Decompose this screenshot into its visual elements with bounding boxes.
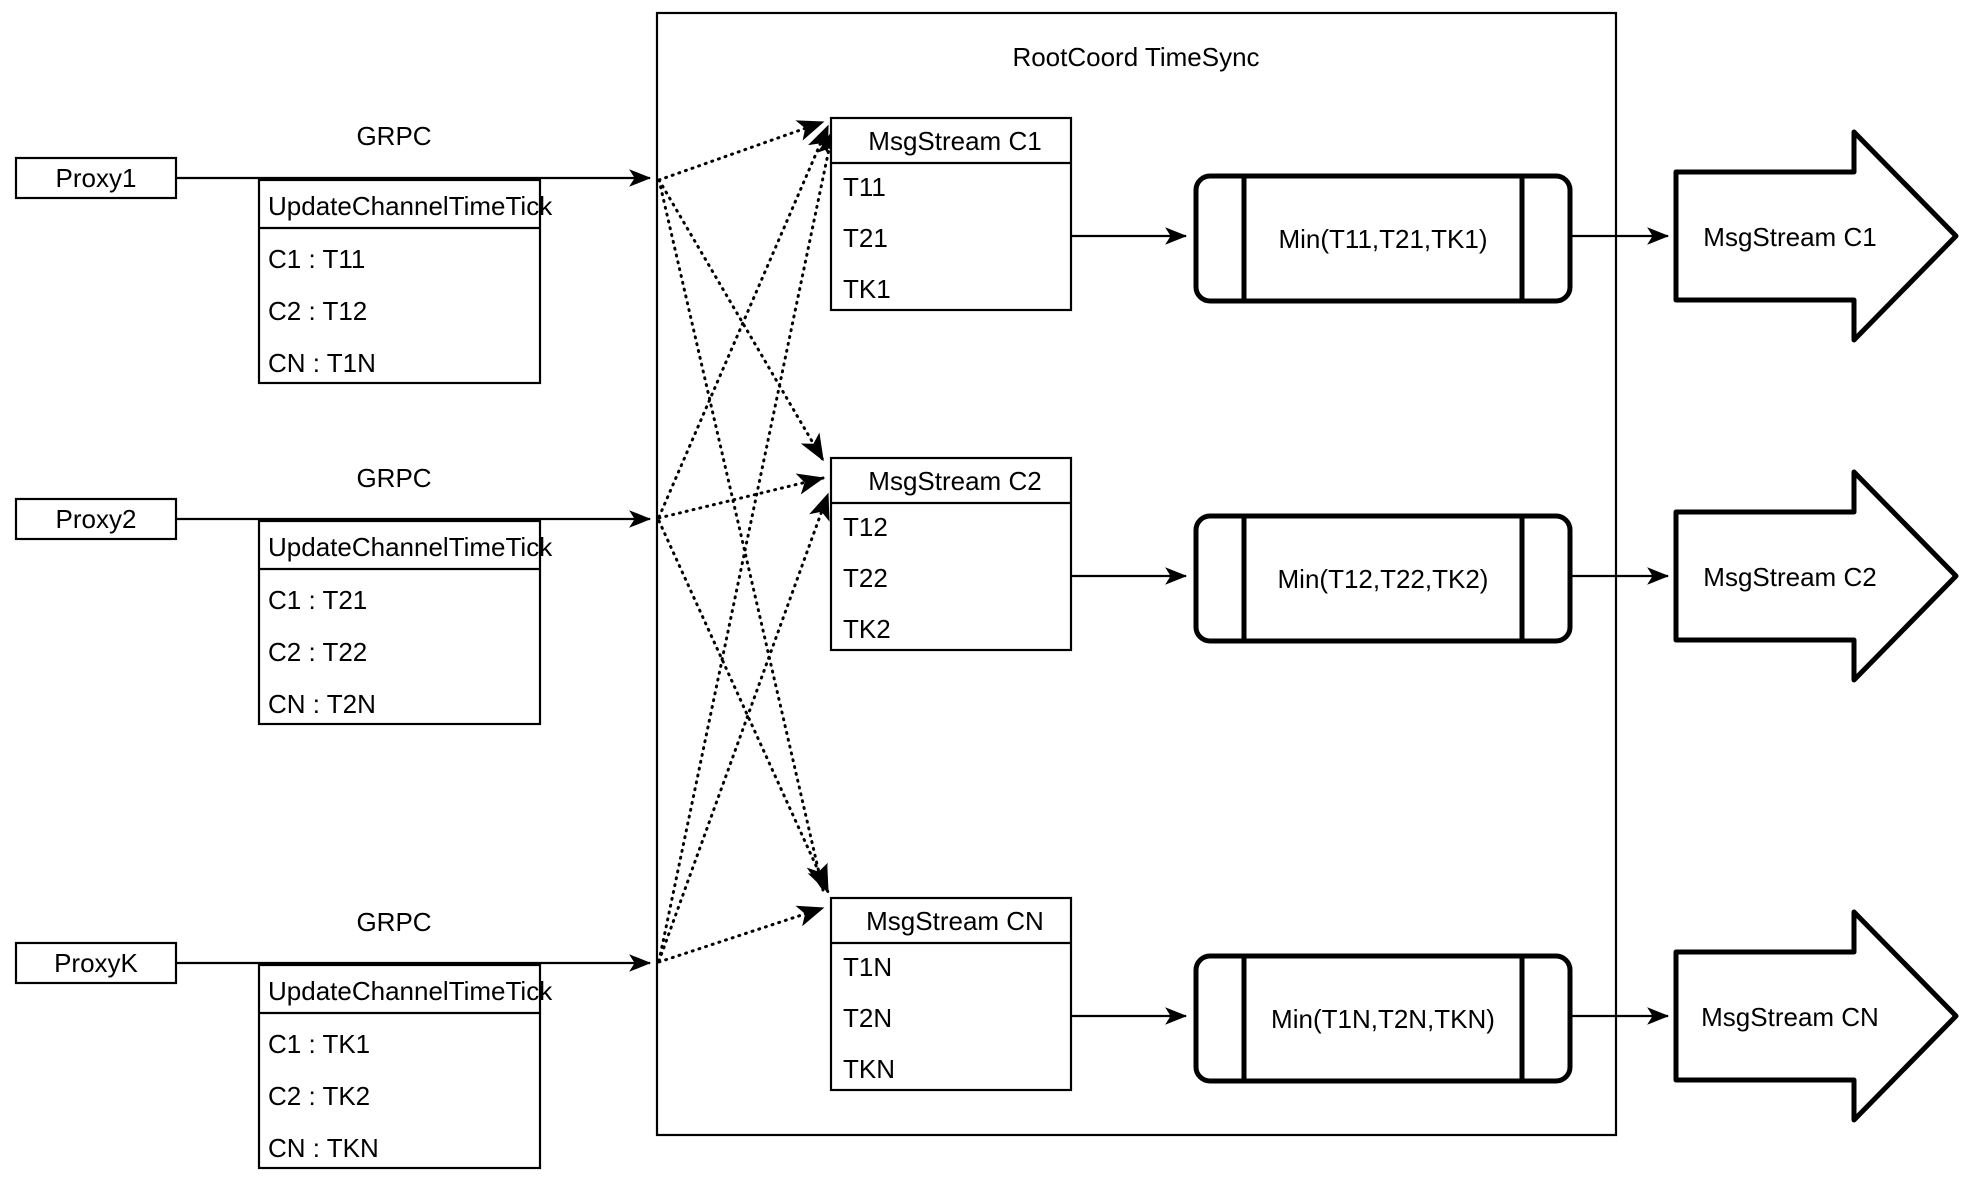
msgstream-cn-header: MsgStream CN bbox=[866, 906, 1044, 936]
dotted-p2-c1 bbox=[657, 124, 830, 519]
proxy2-request-box bbox=[257, 519, 542, 726]
proxyk-grpc-label: GRPC bbox=[356, 907, 431, 937]
proxyk-request-header: UpdateChannelTimeTick bbox=[268, 976, 553, 1006]
min-c2-process: Min(T12,T22,TK2) bbox=[1193, 513, 1573, 644]
channel-cn-row: MsgStream CN T1N T2N TKN Min(T1N,T2N,TKN… bbox=[829, 896, 1959, 1123]
msgstream-cn-row-1: T2N bbox=[843, 1003, 892, 1033]
msgstream-cn-row-2: TKN bbox=[843, 1054, 895, 1084]
proxyk-request-row-2: CN : TKN bbox=[268, 1133, 379, 1163]
proxy2-request-row-2: CN : T2N bbox=[268, 689, 376, 719]
msgstream-c1-header: MsgStream C1 bbox=[868, 126, 1041, 156]
dotted-p1-c1 bbox=[657, 120, 825, 182]
dotted-p2-cn bbox=[657, 519, 830, 894]
proxyk-request-row-0: C1 : TK1 bbox=[268, 1029, 370, 1059]
dotted-pk-c2 bbox=[657, 492, 830, 963]
proxyk-request-row-1: C2 : TK2 bbox=[268, 1081, 370, 1111]
dotted-p2-c2 bbox=[657, 473, 825, 520]
proxy1-box[interactable] bbox=[14, 156, 178, 200]
proxy1-grpc-label: GRPC bbox=[356, 121, 431, 151]
min-c1-process: Min(T11,T21,TK1) bbox=[1193, 173, 1573, 304]
msgstream-cn-row-0: T1N bbox=[843, 952, 892, 982]
output-cn-label: MsgStream CN bbox=[1701, 1002, 1879, 1032]
output-c1-arrow-shape: MsgStream C1 bbox=[1673, 129, 1959, 343]
min-cn-process: Min(T1N,T2N,TKN) bbox=[1193, 953, 1573, 1084]
proxyk-label: ProxyK bbox=[54, 948, 138, 978]
proxyk-box[interactable] bbox=[14, 941, 178, 985]
min-cn-label: Min(T1N,T2N,TKN) bbox=[1271, 1004, 1495, 1034]
dotted-p1-c2 bbox=[657, 178, 825, 462]
msgstream-c1-row-2: TK1 bbox=[843, 274, 891, 304]
proxy1-request-header: UpdateChannelTimeTick bbox=[268, 191, 553, 221]
output-c2-arrow-shape: MsgStream C2 bbox=[1673, 469, 1959, 683]
output-c2-label: MsgStream C2 bbox=[1703, 562, 1876, 592]
proxy2-grpc-label: GRPC bbox=[356, 463, 431, 493]
proxy1-request-box bbox=[257, 178, 542, 385]
proxy2-request-row-0: C1 : T21 bbox=[268, 585, 367, 615]
proxy2-box[interactable] bbox=[14, 497, 178, 541]
msgstream-c2-header: MsgStream C2 bbox=[868, 466, 1041, 496]
channel-c2-row: MsgStream C2 T12 T22 TK2 Min(T12,T22,TK2… bbox=[829, 456, 1959, 683]
proxy2-request-header: UpdateChannelTimeTick bbox=[268, 532, 553, 562]
msgstream-c1-box bbox=[829, 116, 1073, 312]
min-c1-label: Min(T11,T21,TK1) bbox=[1278, 224, 1487, 254]
msgstream-cn-box bbox=[829, 896, 1073, 1092]
proxyk-group: ProxyK GRPC UpdateChannelTimeTick C1 : T… bbox=[14, 907, 652, 1170]
channel-c1-row: MsgStream C1 T11 T21 TK1 Min(T11,T21,TK1… bbox=[829, 116, 1959, 343]
dotted-p1-cn bbox=[657, 178, 828, 892]
proxy1-request-row-0: C1 : T11 bbox=[268, 244, 365, 274]
min-c2-label: Min(T12,T22,TK2) bbox=[1278, 564, 1489, 594]
container-title: RootCoord TimeSync bbox=[1012, 42, 1259, 72]
msgstream-c1-row-1: T21 bbox=[843, 223, 888, 253]
output-cn-arrow-shape: MsgStream CN bbox=[1673, 909, 1959, 1123]
proxy1-request-row-2: CN : T1N bbox=[268, 348, 376, 378]
proxy1-group: Proxy1 GRPC UpdateChannelTimeTick C1 : T… bbox=[14, 121, 652, 385]
msgstream-c1-row-0: T11 bbox=[843, 172, 886, 202]
dotted-pk-c1 bbox=[657, 128, 839, 963]
msgstream-c2-row-0: T12 bbox=[843, 512, 888, 542]
proxy1-label: Proxy1 bbox=[56, 163, 137, 193]
msgstream-c2-box bbox=[829, 456, 1073, 652]
proxyk-request-box bbox=[257, 963, 542, 1170]
rootcoord-timesync-container: RootCoord TimeSync bbox=[655, 11, 1618, 1137]
output-c1-label: MsgStream C1 bbox=[1703, 222, 1876, 252]
msgstream-c2-row-2: TK2 bbox=[843, 614, 891, 644]
msgstream-c2-row-1: T22 bbox=[843, 563, 888, 593]
proxy1-request-row-1: C2 : T12 bbox=[268, 296, 367, 326]
dotted-pk-cn bbox=[657, 905, 825, 964]
proxy2-request-row-1: C2 : T22 bbox=[268, 637, 367, 667]
proxy2-label: Proxy2 bbox=[56, 504, 137, 534]
timetick-fanout-connectors bbox=[657, 120, 839, 964]
proxy2-group: Proxy2 GRPC UpdateChannelTimeTick C1 : T… bbox=[14, 463, 652, 726]
